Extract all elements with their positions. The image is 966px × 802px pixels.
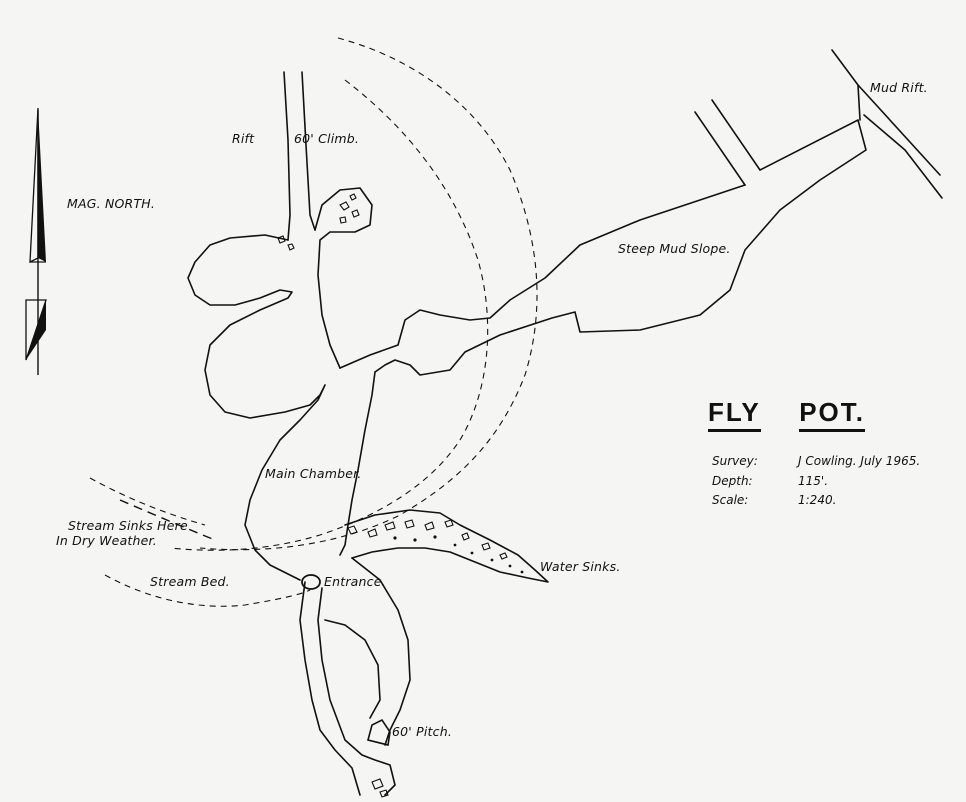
- label-mag-north: MAG. NORTH.: [67, 196, 156, 211]
- depth-value: 115'.: [798, 474, 829, 488]
- label-rift: Rift: [232, 131, 255, 146]
- label-stream-sinks-1: Stream Sinks Here: [68, 518, 188, 533]
- scale-key: Scale:: [712, 493, 749, 507]
- climb-chamber: [314, 187, 373, 369]
- inner-loop: [324, 619, 381, 719]
- entrance-shaft: [301, 574, 321, 590]
- pitch-passage-outer: [351, 557, 411, 746]
- depth-key: Depth:: [712, 474, 753, 488]
- left-chamber-wall: [187, 234, 326, 581]
- survey-row: Survey: J Cowling. July 1965.: [712, 454, 920, 468]
- depth-row: Depth: 115'.: [712, 474, 828, 488]
- label-stream-bed: Stream Bed.: [150, 574, 230, 589]
- upper-side-passage: [694, 99, 761, 186]
- survey-key: Survey:: [712, 454, 758, 468]
- gravel-dots: [393, 535, 524, 574]
- stream-line: [119, 499, 216, 541]
- label-60-pitch: 60' Pitch.: [392, 724, 452, 739]
- label-main-chamber: Main Chamber.: [265, 466, 362, 481]
- main-chamber-wall: [339, 371, 376, 556]
- rift-passage: [283, 71, 316, 241]
- surface-contours: [89, 37, 538, 607]
- scale-row: Scale: 1:240.: [712, 493, 836, 507]
- label-60-climb: 60' Climb.: [294, 131, 360, 146]
- water-sinks-passage: [344, 509, 549, 583]
- label-steep-mud-slope: Steep Mud Slope.: [618, 241, 731, 256]
- label-water-sinks: Water Sinks.: [540, 559, 621, 574]
- title-word-1: FLY: [708, 397, 761, 432]
- label-mud-rift: Mud Rift.: [870, 80, 928, 95]
- label-stream-sinks-2: In Dry Weather.: [56, 533, 157, 548]
- map-title: FLY POT.: [708, 397, 865, 432]
- steep-mud-slope-wall: [374, 119, 867, 376]
- magnetic-north-icon: [25, 299, 47, 361]
- scale-value: 1:240.: [798, 493, 837, 507]
- pitch-shaft: [367, 718, 391, 746]
- steep-mud-slope-wall-upper: [339, 184, 746, 369]
- title-word-2: POT.: [799, 397, 865, 432]
- label-entrance: Entrance.: [324, 574, 386, 589]
- pitch-passage-right: [317, 587, 396, 796]
- boulders: [277, 193, 508, 798]
- survey-value: J Cowling. July 1965.: [798, 454, 921, 468]
- entrance-passage: [299, 581, 361, 796]
- mud-rift-passage: [831, 49, 943, 199]
